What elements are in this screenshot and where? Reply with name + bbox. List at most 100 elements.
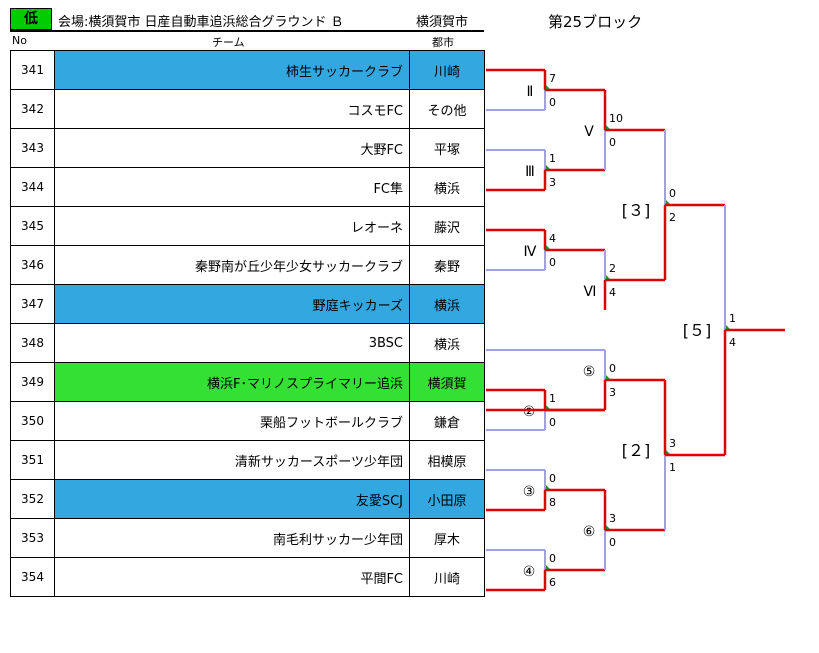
team-name: 秦野南が丘少年少女サッカークラブ bbox=[54, 245, 410, 285]
team-city: 藤沢 bbox=[409, 206, 485, 246]
score-top: 0 bbox=[549, 552, 556, 565]
result-tick-icon bbox=[606, 525, 610, 529]
match-label: ⑥ bbox=[583, 524, 596, 540]
match-label: Ⅲ bbox=[525, 164, 535, 180]
score-bottom: 0 bbox=[549, 416, 556, 429]
result-tick-icon bbox=[546, 245, 550, 249]
score-top: 3 bbox=[609, 512, 616, 525]
team-city: 横浜 bbox=[409, 167, 485, 207]
column-header-no: No bbox=[12, 34, 27, 47]
score-bottom: 1 bbox=[669, 461, 676, 474]
score-bottom: 2 bbox=[669, 211, 676, 224]
score-bottom: 0 bbox=[549, 96, 556, 109]
header-rule bbox=[10, 30, 484, 32]
score-top: 1 bbox=[549, 152, 556, 165]
match-label: ③ bbox=[523, 484, 536, 500]
team-city: 鎌倉 bbox=[409, 401, 485, 441]
result-tick-icon bbox=[546, 165, 550, 169]
team-number: 347 bbox=[10, 284, 55, 324]
match-label: Ⅳ bbox=[524, 244, 537, 260]
match-label: Ⅵ bbox=[584, 284, 597, 300]
result-tick-icon bbox=[666, 200, 670, 204]
team-number: 349 bbox=[10, 362, 55, 402]
team-city: 平塚 bbox=[409, 128, 485, 168]
team-number: 341 bbox=[10, 50, 55, 90]
result-tick-icon bbox=[606, 125, 610, 129]
team-name: 横浜F･マリノスプライマリー追浜 bbox=[54, 362, 410, 402]
level-badge: 低 bbox=[10, 8, 52, 30]
match-label: [２] bbox=[622, 441, 651, 460]
score-top: 2 bbox=[609, 262, 616, 275]
result-tick-icon bbox=[546, 565, 550, 569]
team-name: レオーネ bbox=[54, 206, 410, 246]
score-bottom: 0 bbox=[549, 256, 556, 269]
result-tick-icon bbox=[546, 85, 550, 89]
team-number: 345 bbox=[10, 206, 55, 246]
score-top: 3 bbox=[669, 437, 676, 450]
team-number: 344 bbox=[10, 167, 55, 207]
team-city: 川崎 bbox=[409, 50, 485, 90]
score-bottom: 0 bbox=[609, 136, 616, 149]
team-name: 大野FC bbox=[54, 128, 410, 168]
result-tick-icon bbox=[726, 325, 730, 329]
team-name: 栗船フットボールクラブ bbox=[54, 401, 410, 441]
match-label: Ⅴ bbox=[584, 124, 594, 140]
score-bottom: 4 bbox=[609, 286, 616, 299]
team-number: 342 bbox=[10, 89, 55, 129]
score-top: 10 bbox=[609, 112, 623, 125]
team-city: 厚木 bbox=[409, 518, 485, 558]
result-tick-icon bbox=[666, 450, 670, 454]
score-top: 1 bbox=[549, 392, 556, 405]
score-top: 0 bbox=[549, 472, 556, 485]
match-label: ④ bbox=[523, 564, 536, 580]
team-name: 野庭キッカーズ bbox=[54, 284, 410, 324]
team-city: 横浜 bbox=[409, 323, 485, 363]
team-name: 柿生サッカークラブ bbox=[54, 50, 410, 90]
result-tick-icon bbox=[606, 375, 610, 379]
score-top: 1 bbox=[729, 312, 736, 325]
team-name: 平間FC bbox=[54, 557, 410, 597]
score-bottom: 0 bbox=[609, 536, 616, 549]
block-title: 第25ブロック bbox=[548, 13, 643, 31]
result-tick-icon bbox=[546, 485, 550, 489]
result-tick-icon bbox=[546, 405, 550, 409]
team-number: 352 bbox=[10, 479, 55, 519]
column-header-team: チーム bbox=[212, 36, 245, 49]
team-city: 秦野 bbox=[409, 245, 485, 285]
venue-city: 横須賀市 bbox=[416, 15, 469, 30]
match-label: Ⅱ bbox=[527, 84, 534, 100]
score-bottom: 4 bbox=[729, 336, 736, 349]
score-bottom: 8 bbox=[549, 496, 556, 509]
column-header-city: 都市 bbox=[432, 36, 454, 49]
score-top: 0 bbox=[609, 362, 616, 375]
result-tick-icon bbox=[606, 275, 610, 279]
score-bottom: 6 bbox=[549, 576, 556, 589]
team-name: FC隼 bbox=[54, 167, 410, 207]
team-name: 南毛利サッカー少年団 bbox=[54, 518, 410, 558]
team-city: 川崎 bbox=[409, 557, 485, 597]
team-city: その他 bbox=[409, 89, 485, 129]
match-label: [５] bbox=[683, 321, 712, 340]
match-label: [３] bbox=[622, 201, 651, 220]
team-number: 343 bbox=[10, 128, 55, 168]
score-bottom: 3 bbox=[609, 386, 616, 399]
score-top: 4 bbox=[549, 232, 556, 245]
match-label: ② bbox=[523, 404, 536, 420]
score-top: 0 bbox=[669, 187, 676, 200]
score-bottom: 3 bbox=[549, 176, 556, 189]
team-number: 348 bbox=[10, 323, 55, 363]
score-top: 7 bbox=[549, 72, 556, 85]
